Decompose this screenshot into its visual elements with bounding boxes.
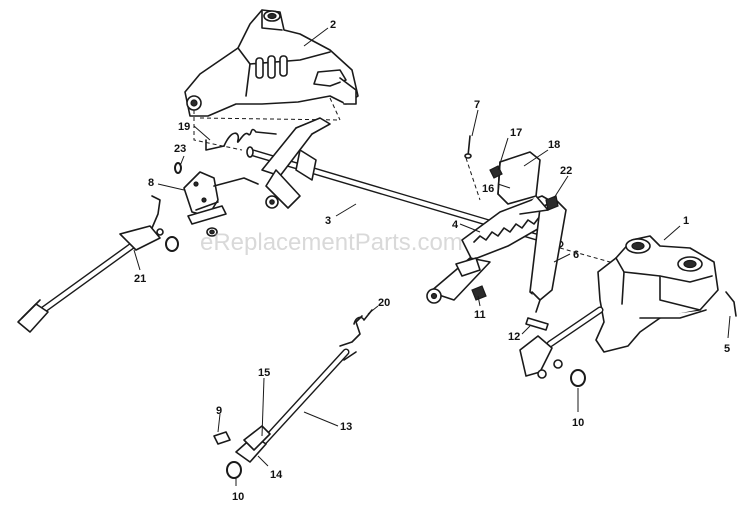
callout-13: 13 [340,421,352,433]
callout-10-bottom: 10 [232,491,244,503]
callout-21: 21 [134,273,146,285]
callout-10-right: 10 [572,417,584,429]
lift-rod-21 [17,195,179,333]
callout-3: 3 [325,215,331,227]
callout-11: 11 [474,309,486,321]
callout-17: 17 [510,127,522,139]
callout-6: 6 [573,249,579,261]
callout-9: 9 [216,405,222,417]
callout-22: 22 [560,165,572,177]
watermark: eReplacementParts.com [200,229,463,256]
right-mounting-bracket [595,235,719,353]
callout-12: 12 [508,331,520,343]
callout-8: 8 [148,177,154,189]
leader-lines [133,27,731,486]
callout-14: 14 [270,469,283,481]
clevis-pins-left [187,201,227,237]
callout-4: 4 [452,219,459,231]
callout-2: 2 [330,19,336,31]
callout-7: 7 [474,99,480,111]
callout-15: 15 [258,367,270,379]
torsion-spring [205,128,277,151]
retaining-ring-23 [174,162,182,174]
right-lift-rod [519,306,604,387]
callout-16: 16 [482,183,494,195]
callout-20: 20 [378,297,390,309]
spring-clip-20 [353,309,373,325]
callout-5: 5 [724,343,730,355]
callout-labels: 2 1 3 4 5 6 7 8 9 10 10 11 12 13 14 15 1… [134,19,730,503]
alignment-lines [193,97,611,263]
left-mounting-bracket [184,9,359,117]
callout-19: 19 [178,121,190,133]
callout-1: 1 [683,215,689,227]
callout-23: 23 [174,143,186,155]
lift-rod-13 [213,315,363,479]
height-adjust-lever-assembly [426,135,737,331]
left-lift-arm [261,117,331,209]
callout-18: 18 [548,139,560,151]
